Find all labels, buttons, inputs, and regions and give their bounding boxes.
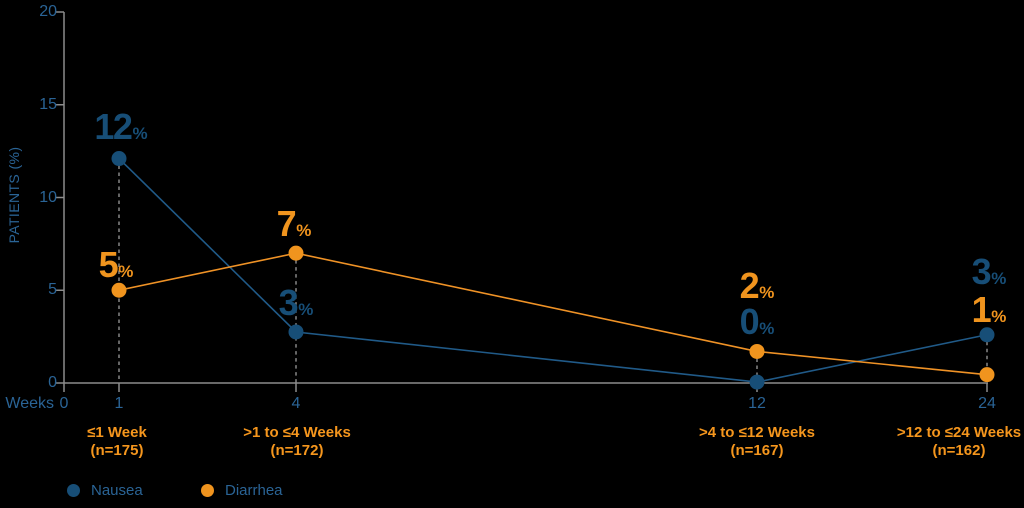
diarrhea-line: [118, 252, 988, 376]
y-axis-title: PATIENTS (%): [6, 146, 22, 244]
y-tick-label: 0: [48, 374, 57, 391]
value-number: 12: [94, 106, 133, 147]
nausea-value-label: 0%: [740, 304, 775, 340]
value-number: 0: [739, 301, 760, 342]
value-number: 1: [971, 289, 992, 330]
value-percent-sign: %: [759, 283, 775, 302]
x-axis-caption: Weeks: [5, 395, 54, 412]
x-tick-label: 4: [291, 395, 301, 412]
value-percent-sign: %: [991, 307, 1007, 326]
nausea-point: [111, 151, 127, 167]
nausea-legend-dot-icon: [67, 483, 80, 497]
legend-item-nausea: Nausea: [67, 481, 143, 499]
legend-item-diarrhea: Diarrhea: [201, 481, 283, 499]
nausea-point: [288, 324, 304, 340]
value-percent-sign: %: [132, 124, 148, 143]
diarrhea-value-label: 7%: [277, 206, 312, 242]
value-number: 3: [971, 251, 992, 292]
x-group-label: >12 to ≤24 Weeks(n=162): [897, 424, 1021, 460]
x-tick-label: 12: [748, 395, 766, 412]
x-group-label-range: >12 to ≤24 Weeks: [896, 424, 1022, 441]
x-group-label: ≤1 Week(n=175): [87, 424, 147, 460]
y-tick-label: 20: [39, 3, 57, 20]
x-group-label-range: >4 to ≤12 Weeks: [699, 424, 815, 441]
x-group-label-range: ≤1 Week: [87, 424, 147, 441]
x-tick-label: 24: [978, 395, 996, 412]
nausea-point: [979, 327, 995, 343]
x-tick-label: 0: [59, 395, 69, 412]
nausea-value-label: 3%: [279, 285, 314, 321]
value-number: 7: [276, 203, 297, 244]
diarrhea-point: [111, 282, 127, 298]
legend-label-diarrhea: Diarrhea: [225, 481, 283, 499]
value-number: 3: [278, 282, 299, 323]
nausea-value-label: 12%: [94, 109, 147, 145]
diarrhea-point: [288, 245, 304, 261]
diarrhea-value-label: 1%: [972, 292, 1007, 328]
nausea-value-label: 3%: [972, 254, 1007, 290]
diarrhea-legend-dot-icon: [201, 483, 214, 497]
diarrhea-point: [979, 367, 995, 383]
diarrhea-value-label: 2%: [740, 268, 775, 304]
x-group-label: >1 to ≤4 Weeks(n=172): [243, 424, 351, 460]
value-percent-sign: %: [759, 319, 775, 338]
value-percent-sign: %: [296, 221, 312, 240]
value-number: 5: [98, 244, 119, 285]
diarrhea-value-label: 5%: [99, 247, 134, 283]
x-group-label-n: (n=172): [270, 442, 324, 459]
x-group-label-n: (n=175): [90, 442, 144, 459]
x-group-label-n: (n=167): [730, 442, 784, 459]
value-percent-sign: %: [298, 300, 314, 319]
y-tick-label: 5: [48, 281, 57, 299]
x-tick-label: 1: [114, 395, 124, 412]
x-group-label-n: (n=162): [932, 442, 986, 459]
nausea-point: [749, 374, 765, 390]
x-group-label-range: >1 to ≤4 Weeks: [243, 424, 351, 441]
value-percent-sign: %: [991, 269, 1007, 288]
x-group-label: >4 to ≤12 Weeks(n=167): [699, 424, 815, 460]
diarrhea-point: [749, 343, 765, 359]
legend-label-nausea: Nausea: [91, 481, 143, 499]
y-tick-label: 15: [39, 95, 57, 113]
value-number: 2: [739, 265, 760, 306]
y-tick-label: 10: [39, 188, 57, 206]
value-percent-sign: %: [118, 262, 134, 281]
nausea-line: [118, 157, 988, 383]
